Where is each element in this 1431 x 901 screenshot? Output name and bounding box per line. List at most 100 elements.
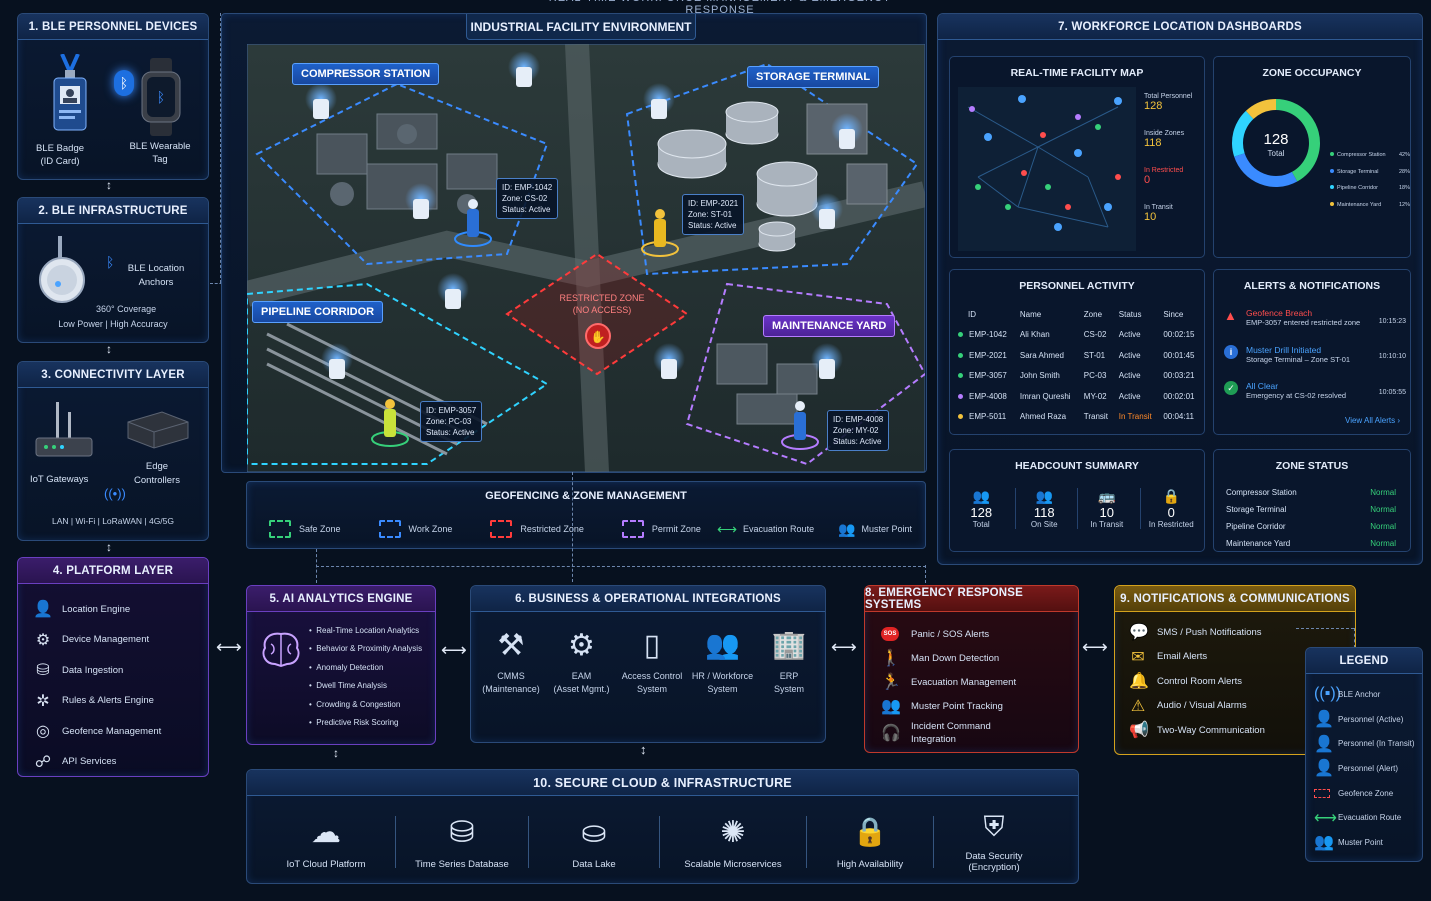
legend-label: Personnel (Alert) <box>1338 763 1399 773</box>
ai-capability-item[interactable]: • Behavior & Proximity Analysis <box>309 644 423 654</box>
muster-tracking-item[interactable]: 👥Muster Point Tracking <box>881 694 1071 718</box>
ai-capability-item[interactable]: • Dwell Time Analysis <box>309 681 387 691</box>
table-cell: 00:02:01 <box>1163 391 1195 401</box>
mini-map <box>958 87 1136 251</box>
item-label: Incident Command <box>911 721 991 732</box>
table-cell: 00:01:45 <box>1163 350 1195 360</box>
personnel-activity-card[interactable]: PERSONNEL ACTIVITY ID Name Zone Status S… <box>949 269 1205 435</box>
rules-alerts-item[interactable]: ✲Rules & Alerts Engine <box>32 686 161 717</box>
alert-title: All Clear <box>1246 381 1279 391</box>
panel-title: 1. BLE PERSONNEL DEVICES <box>18 14 208 40</box>
ai-capability-item[interactable]: • Predictive Risk Scoring <box>309 717 399 727</box>
platform-layer-panel: 4. PLATFORM LAYER 👤Location Engine ⚙Devi… <box>17 557 209 777</box>
maintenance-yard-label[interactable]: MAINTENANCE YARD <box>763 315 896 337</box>
data-ingestion-item[interactable]: ⛁Data Ingestion <box>32 655 161 686</box>
brain-icon <box>262 632 300 668</box>
permit-zone-icon <box>621 520 644 538</box>
time-series-db-item[interactable]: ⛁Time Series Database <box>396 815 528 870</box>
ble-anchor-icon: ((▪)) <box>1314 685 1341 703</box>
iot-cloud-item[interactable]: ☁IoT Cloud Platform <box>257 815 395 870</box>
audio-visual-item[interactable]: ⚠Audio / Visual Alarms <box>1129 694 1299 719</box>
alert-item-geofence-breach[interactable]: ▲ Geofence Breach EMP-3057 entered restr… <box>1224 308 1406 327</box>
ai-item-label: Predictive Risk Scoring <box>316 717 399 727</box>
evacuation-item[interactable]: 🏃Evacuation Management <box>881 670 1071 694</box>
arrow-5-6: ⟷ <box>441 640 467 660</box>
panel-title: 3. CONNECTIVITY LAYER <box>18 362 208 388</box>
email-item[interactable]: ✉Email Alerts <box>1129 645 1299 670</box>
microservices-item[interactable]: ✺Scalable Microservices <box>660 815 806 870</box>
control-room-item[interactable]: 🔔Control Room Alerts <box>1129 669 1299 694</box>
ai-capability-item[interactable]: • Real-Time Location Analytics <box>309 626 420 635</box>
legend-label: Geofence Zone <box>1338 788 1394 798</box>
data-lake-icon: ⛀ <box>581 815 607 849</box>
table-cell: PC-03 <box>1083 371 1107 381</box>
table-cell: 00:02:15 <box>1163 330 1195 340</box>
data-security-item[interactable]: ⛨Data Security(Encryption) <box>934 811 1054 873</box>
ai-capability-item[interactable]: • Anomaly Detection <box>309 662 384 672</box>
zone-occupancy-card[interactable]: ZONE OCCUPANCY 128 Total Compressor Stat… <box>1213 56 1411 258</box>
geofence-management-item[interactable]: ◎Geofence Management <box>32 716 161 747</box>
two-way-item[interactable]: 📢Two-Way Communication <box>1129 718 1299 743</box>
ble-badge-label: BLE Badge(ID Card) <box>35 143 85 167</box>
panel-title: 7. WORKFORCE LOCATION DASHBOARDS <box>938 14 1422 40</box>
device-management-item[interactable]: ⚙Device Management <box>32 625 161 656</box>
ai-item-label: Anomaly Detection <box>316 662 384 672</box>
alerts-card[interactable]: ALERTS & NOTIFICATIONS ▲ Geofence Breach… <box>1213 269 1411 435</box>
work-zone-label: Work Zone <box>408 524 453 534</box>
wireless-icon: ((•)) <box>104 486 126 501</box>
panel-title: 4. PLATFORM LAYER <box>18 558 208 584</box>
ai-capability-item[interactable]: • Crowding & Congestion <box>309 699 401 709</box>
device-gear-icon: ⚙ <box>35 631 51 649</box>
pipeline-corridor-label[interactable]: PIPELINE CORRIDOR <box>252 301 384 323</box>
item-label: Muster Point Tracking <box>911 700 1003 712</box>
muster-point-label: Muster Point <box>861 524 913 534</box>
table-cell: EMP-4008 <box>954 386 1016 407</box>
cmms-integration[interactable]: ⚒CMMS(Maintenance) <box>477 628 545 696</box>
check-icon: ✓ <box>1224 381 1238 395</box>
svg-text:ᛒ: ᛒ <box>157 90 165 106</box>
business-integrations-panel: 6. BUSINESS & OPERATIONAL INTEGRATIONS ⚒… <box>470 585 826 743</box>
permit-zone-label: Permit Zone <box>651 524 701 534</box>
compressor-station-label[interactable]: COMPRESSOR STATION <box>292 63 440 85</box>
storage-terminal-label[interactable]: STORAGE TERMINAL <box>747 66 880 88</box>
eam-integration[interactable]: ⚙EAM(Asset Mgmt.) <box>548 628 616 696</box>
view-all-alerts-link[interactable]: View All Alerts › <box>1345 416 1400 425</box>
data-lake-item[interactable]: ⛀Data Lake <box>529 815 659 870</box>
people-icon: 👥 <box>705 629 740 660</box>
zone-name: Pipeline Corridor <box>1226 522 1286 531</box>
svg-text:✋: ✋ <box>591 330 606 344</box>
platform-items: 👤Location Engine ⚙Device Management ⛁Dat… <box>32 594 161 777</box>
alert-item-muster-drill[interactable]: i Muster Drill Initiated Storage Termina… <box>1224 345 1406 364</box>
man-down-item[interactable]: 🚶Man Down Detection <box>881 646 1071 670</box>
status-dot-icon <box>958 332 963 338</box>
secure-cloud-panel: 10. SECURE CLOUD & INFRASTRUCTURE ☁IoT C… <box>246 769 1079 884</box>
alert-item-all-clear[interactable]: ✓ All Clear Emergency at CS-02 resolved … <box>1224 381 1406 400</box>
location-engine-item[interactable]: 👤Location Engine <box>32 594 161 625</box>
api-services-item[interactable]: ☍API Services <box>32 747 161 778</box>
sms-push-item[interactable]: 💬SMS / Push Notifications <box>1129 620 1299 645</box>
connector-line <box>572 472 573 582</box>
high-availability-item[interactable]: 🔒High Availability <box>807 815 933 870</box>
